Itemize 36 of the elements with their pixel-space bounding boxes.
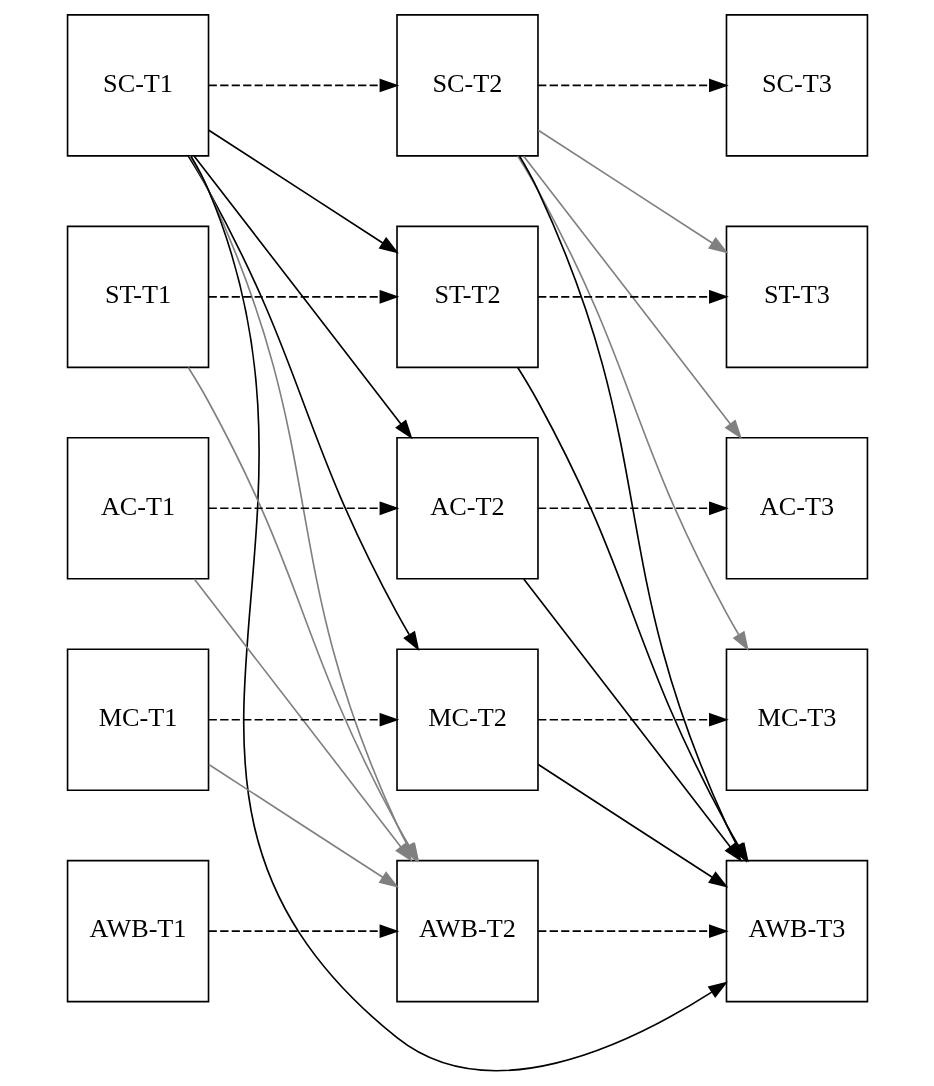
arrow <box>207 763 399 888</box>
arrow <box>537 289 729 304</box>
node-box: MC-T2 <box>395 648 539 792</box>
node-box: SC-T3 <box>725 14 868 157</box>
node-box: SC-T2 <box>395 14 539 157</box>
arrow <box>516 155 749 652</box>
arrow <box>207 501 399 516</box>
node-box: AWB-T3 <box>725 859 868 1003</box>
arrow <box>207 129 399 254</box>
arrow <box>537 501 729 516</box>
node-box: SC-T1 <box>66 14 209 157</box>
arrow <box>192 155 413 440</box>
arrow <box>207 78 399 93</box>
node-box: AWB-T2 <box>395 859 539 1003</box>
arrow <box>537 129 728 254</box>
arrow <box>189 155 728 1072</box>
arrow <box>537 924 729 939</box>
node-box: AWB-T1 <box>66 859 209 1003</box>
arrow <box>192 578 413 863</box>
node-box: MC-T1 <box>66 648 209 792</box>
arrow <box>522 155 742 440</box>
arrow <box>186 155 419 652</box>
arrow <box>207 289 399 304</box>
arrow <box>522 578 742 863</box>
node-box: AC-T2 <box>395 437 539 580</box>
node-box: AC-T1 <box>66 437 209 580</box>
node-box: ST-T2 <box>395 225 539 369</box>
arrow <box>537 712 729 727</box>
node-box: AC-T3 <box>725 437 868 580</box>
node-box: MC-T3 <box>725 648 868 792</box>
arrow <box>537 78 729 93</box>
node-box: ST-T1 <box>66 225 209 369</box>
arrow <box>537 763 728 888</box>
arrow <box>207 712 399 727</box>
arrow <box>207 924 399 939</box>
node-box: ST-T3 <box>725 225 868 369</box>
